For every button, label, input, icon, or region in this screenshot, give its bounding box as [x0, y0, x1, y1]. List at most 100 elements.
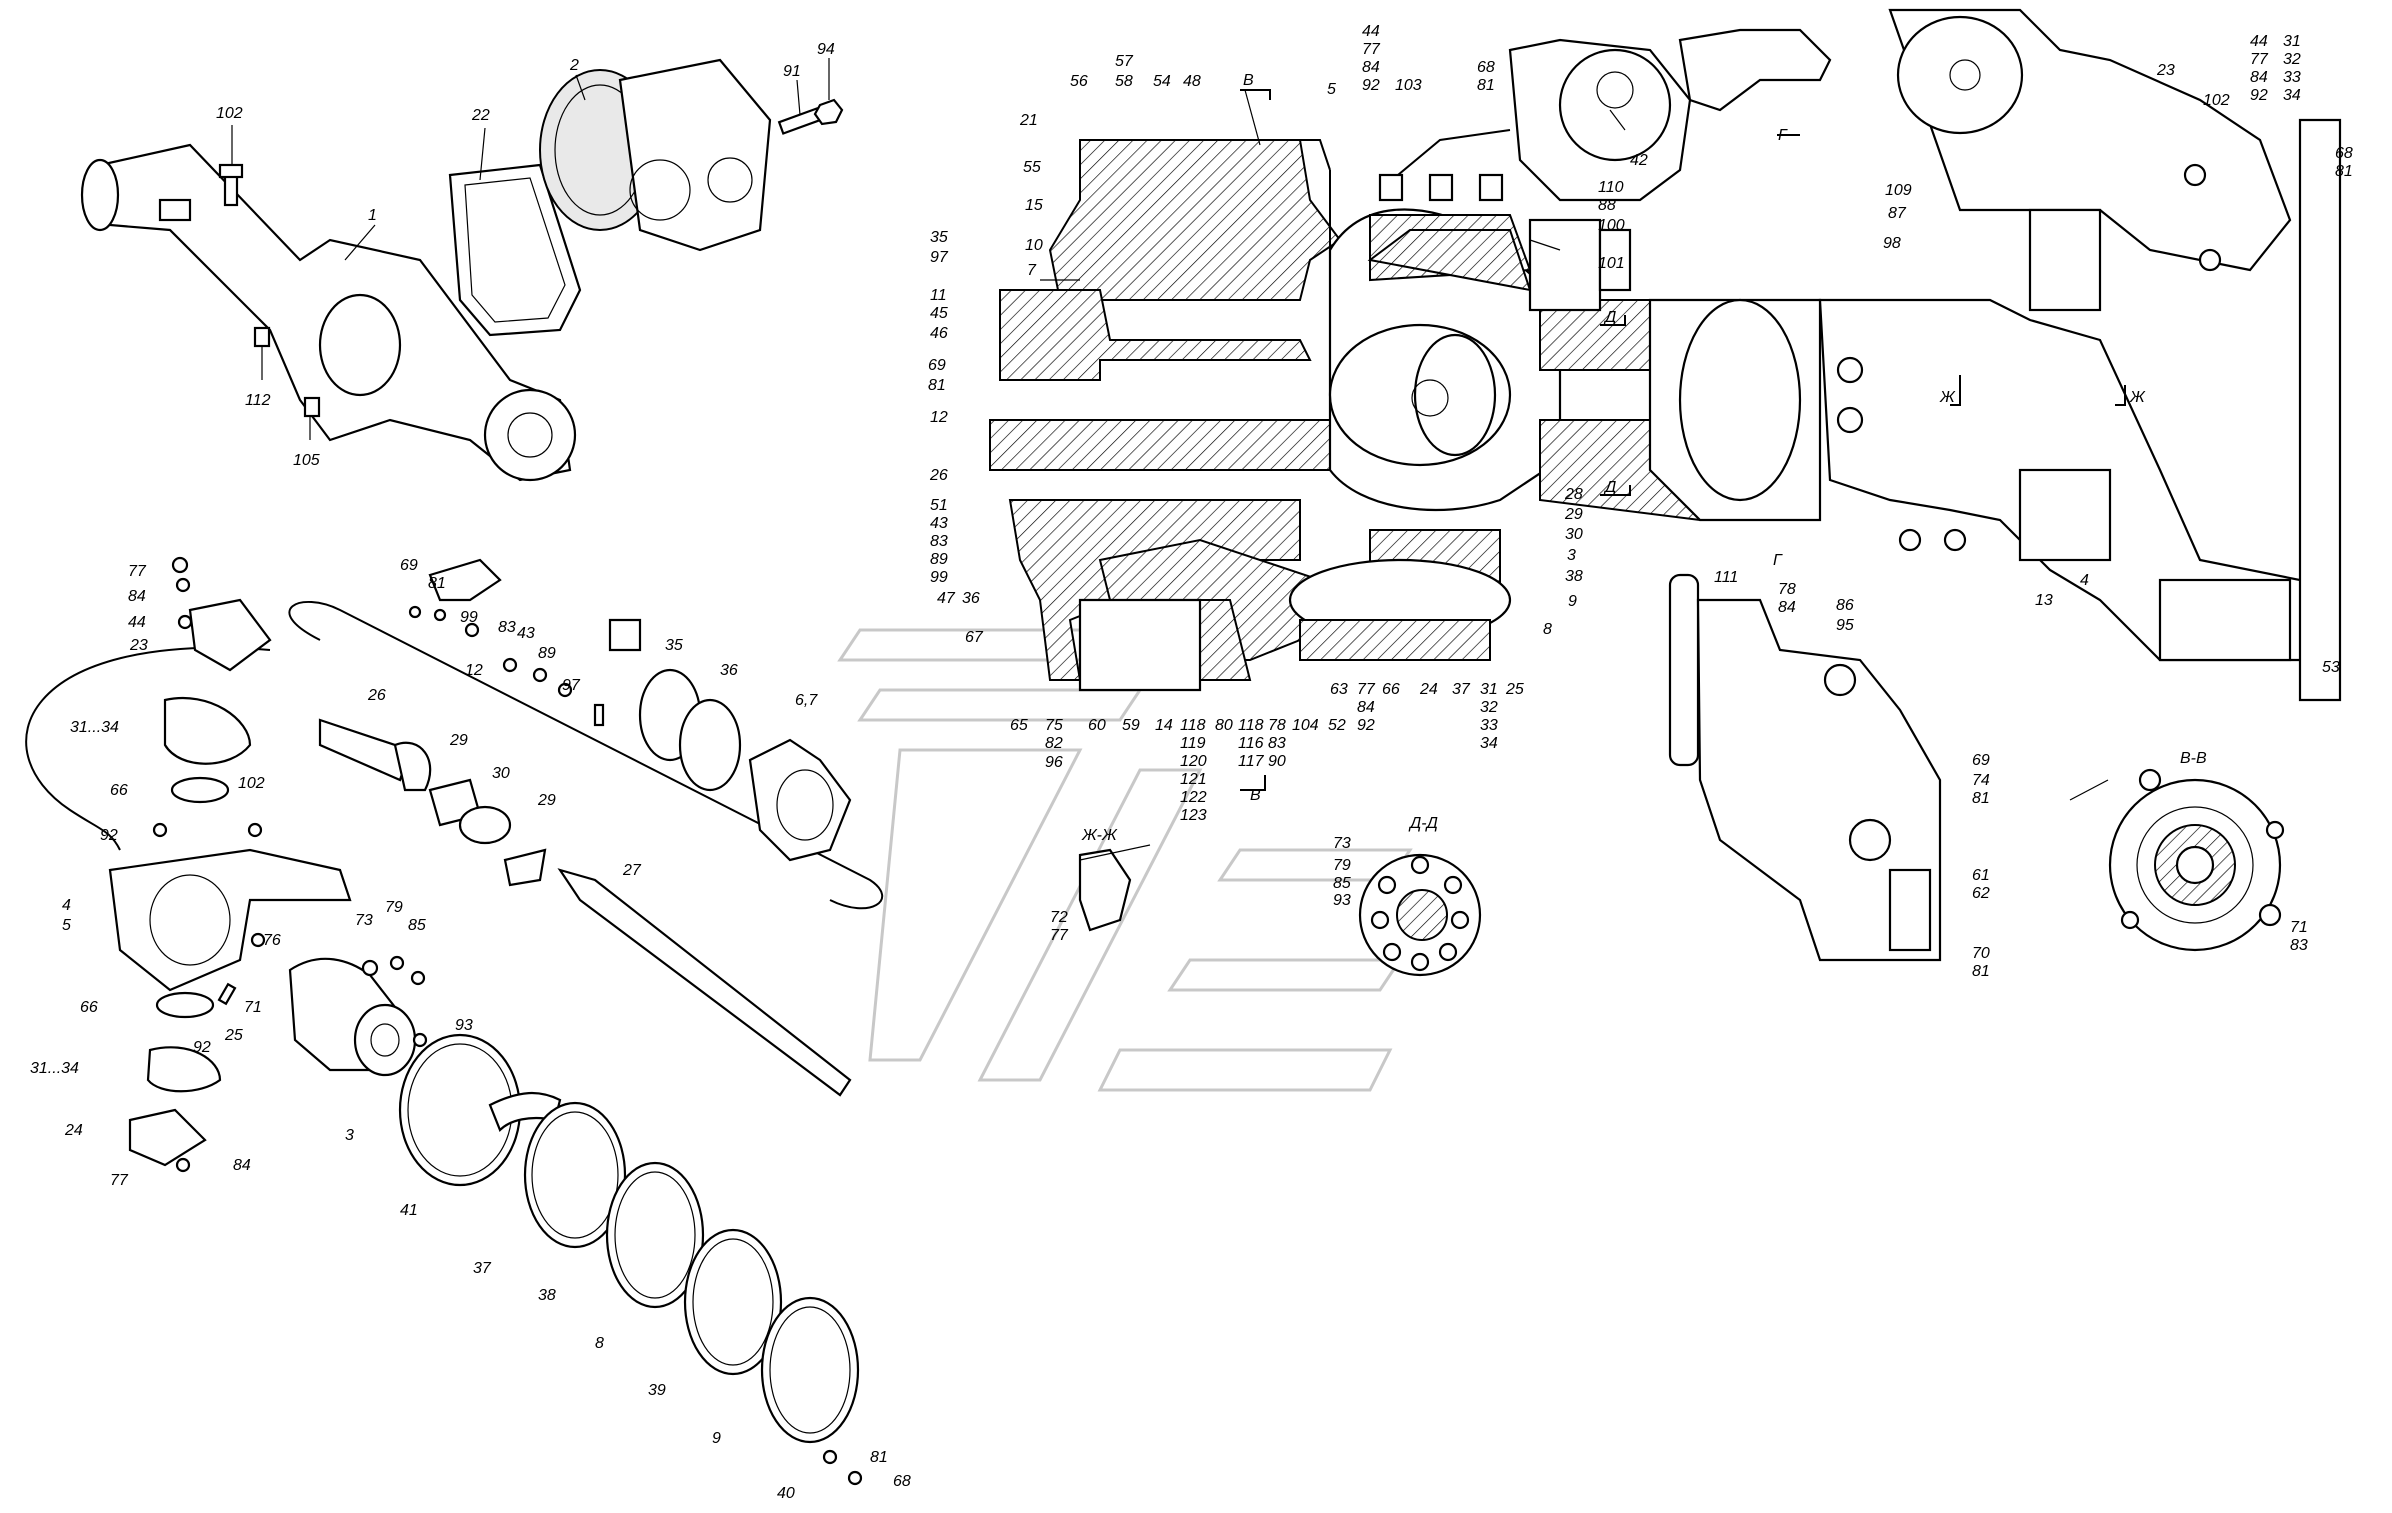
part-label-8b: 8 — [1543, 621, 1552, 638]
part-label-80: 80 — [1215, 717, 1233, 734]
part-label-12a: 12 — [465, 662, 483, 679]
section-markers — [1240, 89, 2126, 791]
part-label-11: 11 — [930, 287, 947, 304]
part-label-3134b: 31...34 — [30, 1060, 79, 1077]
part-label-77b: 77 — [110, 1172, 129, 1189]
part-label-116: 116 — [1238, 735, 1264, 752]
part-label-81f: 81 — [1972, 790, 1990, 807]
part-label-81c: 81 — [928, 377, 946, 394]
part-label-83d: 83 — [2290, 937, 2308, 954]
part-label-77a: 77 — [128, 563, 147, 580]
part-label-61: 61 — [1972, 867, 1990, 884]
part-label-13: 13 — [2035, 592, 2053, 609]
part-label-29b: 29 — [537, 792, 556, 809]
part-label-39: 39 — [648, 1382, 666, 1399]
part-label-58: 58 — [1115, 73, 1133, 90]
part-label-1: 1 — [368, 207, 377, 224]
part-label-62: 62 — [1972, 885, 1990, 902]
part-label-36a: 36 — [720, 662, 738, 679]
part-label-84a: 84 — [128, 588, 146, 605]
part-label-101: 101 — [1598, 255, 1625, 272]
part-label-36b: 36 — [962, 590, 980, 607]
part-label-88: 88 — [1598, 197, 1616, 214]
part-label-68c: 68 — [2335, 145, 2353, 162]
part-label-29c: 29 — [1564, 506, 1583, 523]
part-label-81e: 81 — [2335, 163, 2353, 180]
part-label-77c: 77 — [1357, 681, 1376, 698]
part-label-85a: 85 — [408, 917, 426, 934]
part-label-109: 109 — [1885, 182, 1912, 199]
part-label-118a: 118 — [1180, 717, 1206, 734]
main-section-drawing — [989, 28, 1832, 692]
part-label-5b: 5 — [1327, 81, 1336, 98]
part-label-34a: 34 — [1480, 735, 1498, 752]
part-label-122: 122 — [1180, 789, 1207, 806]
part-label-78b: 78 — [1778, 581, 1796, 598]
part-label-94: 94 — [817, 41, 835, 58]
part-label-78a: 78 — [1268, 717, 1286, 734]
part-label-77d: 77 — [1362, 41, 1381, 58]
part-label-121: 121 — [1180, 771, 1207, 788]
plugs-112-105-part — [253, 326, 321, 418]
part-label-3b: 3 — [1567, 547, 1576, 564]
part-label-8a: 8 — [595, 1335, 604, 1352]
part-label-71a: 71 — [244, 999, 262, 1016]
section-zhzh-drawing — [1078, 844, 1151, 932]
part-label-46: 46 — [930, 325, 948, 342]
section-label-dd: Д-Д — [1408, 815, 1438, 832]
part-label-33a: 33 — [1480, 717, 1498, 734]
part-label-9b: 9 — [1568, 593, 1577, 610]
section-label-d2: Д — [1603, 479, 1616, 496]
part-label-87: 87 — [1888, 205, 1907, 222]
part-label-76a: 76 — [263, 932, 281, 949]
part-label-120: 120 — [1180, 753, 1207, 770]
part-label-68b: 68 — [1477, 59, 1495, 76]
part-label-29a: 29 — [449, 732, 468, 749]
part-label-37b: 37 — [1452, 681, 1471, 698]
part-label-40: 40 — [777, 1485, 795, 1502]
section-labels: В В Г Г Д Д Ж Ж Ж-Ж Д-Д В-В — [1081, 72, 2207, 844]
part-label-97a: 97 — [562, 677, 581, 694]
part-label-73b: 73 — [1333, 835, 1351, 852]
part-label-43b: 43 — [930, 515, 948, 532]
part-label-81g: 81 — [1972, 963, 1990, 980]
part-label-44c: 44 — [2250, 33, 2268, 50]
breather-102-part — [218, 163, 244, 207]
part-label-34b: 34 — [2283, 87, 2301, 104]
watermark-logo — [837, 628, 1413, 1092]
part-label-24a: 24 — [64, 1122, 83, 1139]
part-label-47: 47 — [937, 590, 956, 607]
part-label-4b: 4 — [2080, 572, 2089, 589]
part-label-99b: 99 — [930, 569, 948, 586]
part-label-37a: 37 — [473, 1260, 492, 1277]
section-label-v2: В — [1250, 787, 1261, 804]
part-label-110: 110 — [1598, 179, 1624, 196]
part-label-81a: 81 — [870, 1449, 888, 1466]
part-label-103: 103 — [1395, 77, 1422, 94]
part-label-89a: 89 — [538, 645, 556, 662]
part-label-26b: 26 — [929, 467, 948, 484]
part-label-25a: 25 — [224, 1027, 243, 1044]
part-label-117: 117 — [1238, 753, 1265, 770]
part-label-92e: 92 — [2250, 87, 2268, 104]
part-label-97b: 97 — [930, 249, 949, 266]
part-label-66b: 66 — [80, 999, 98, 1016]
part-label-119: 119 — [1180, 735, 1206, 752]
part-label-38a: 38 — [538, 1287, 556, 1304]
part-label-111: 111 — [1714, 569, 1738, 586]
part-label-33b: 33 — [2283, 69, 2301, 86]
part-label-102c: 102 — [2203, 92, 2230, 109]
part-label-84c: 84 — [1357, 699, 1375, 716]
part-label-92d: 92 — [1362, 77, 1380, 94]
part-label-89b: 89 — [930, 551, 948, 568]
part-label-56: 56 — [1070, 73, 1088, 90]
part-label-32a: 32 — [1480, 699, 1498, 716]
part-label-75: 75 — [1045, 717, 1063, 734]
part-label-91: 91 — [783, 63, 801, 80]
section-label-d1: Д — [1603, 309, 1616, 326]
part-label-92b: 92 — [193, 1039, 211, 1056]
part-label-84b: 84 — [233, 1157, 251, 1174]
part-label-83a: 83 — [498, 619, 516, 636]
part-label-15: 15 — [1025, 197, 1043, 214]
part-label-123: 123 — [1180, 807, 1207, 824]
